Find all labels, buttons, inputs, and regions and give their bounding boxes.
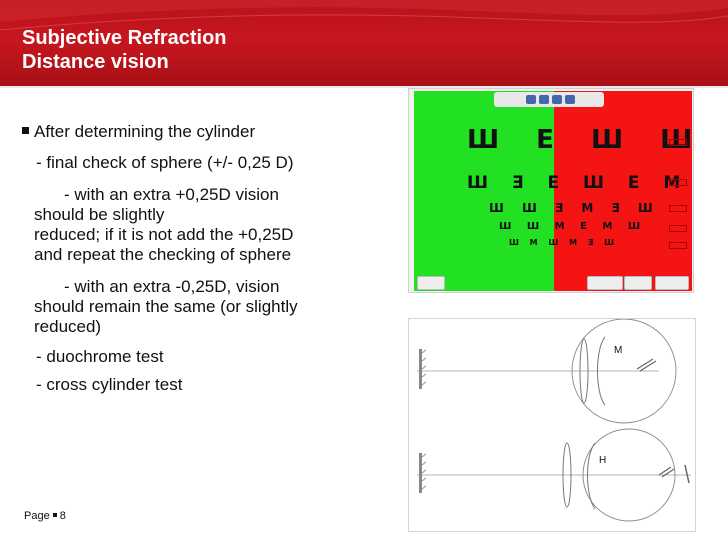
optotype-row: Ш E Ш Ш: [467, 125, 707, 155]
chart-bottom-button-icon: [417, 276, 445, 290]
green-panel: [414, 91, 554, 291]
row-label-icon: [669, 225, 687, 232]
header-divider: [0, 86, 728, 88]
text-line: should remain the same (or slightly: [34, 297, 298, 316]
chart-bottom-button-icon: [624, 276, 652, 290]
duochrome-chart-image: Ш E Ш Ш Ш Ǝ E Ш E M Ш Ш Ǝ M Ǝ Ш Ш Ш M E …: [408, 88, 694, 293]
toolbar-button-icon: [565, 95, 575, 104]
optotype-row: Ш M Ш M Ǝ Ш: [509, 238, 618, 247]
bullet-item: After determining the cylinder: [22, 122, 255, 142]
header-swoosh: [0, 0, 728, 31]
slide-title: Subjective Refraction Distance vision: [22, 26, 227, 74]
text-line: - with an extra -0,25D, vision: [64, 277, 280, 296]
title-line-2: Distance vision: [22, 51, 169, 73]
red-panel: [554, 91, 692, 291]
slide-header: Subjective Refraction Distance vision: [0, 0, 728, 86]
diagram-label-m: M: [614, 345, 623, 356]
text-line: should be slightly: [34, 205, 165, 224]
text-line: and repeat the checking of sphere: [34, 245, 292, 264]
page-label: Page: [24, 510, 50, 522]
optotype-row: Ш Ш M E M Ш: [499, 221, 647, 232]
text-line: reduced): [34, 317, 102, 336]
page-number: 8: [59, 510, 66, 522]
row-label-icon: [669, 242, 687, 249]
text-line: - final check of sphere (+/- 0,25 D): [36, 153, 294, 172]
chart-bottom-button-icon: [587, 276, 623, 290]
chart-toolbar: [494, 92, 604, 107]
square-bullet-icon: [22, 127, 29, 135]
optics-diagram-image: M H: [408, 318, 696, 532]
row-label-icon: [669, 139, 687, 146]
footer-bullet-icon: [52, 513, 57, 518]
text-line: - cross cylinder test: [36, 375, 183, 394]
optotype-row: Ш Ǝ E Ш E M: [467, 173, 690, 193]
toolbar-button-icon: [539, 95, 549, 104]
bullet-text: After determining the cylinder: [34, 122, 256, 141]
row-label-icon: [669, 179, 687, 186]
row-label-icon: [669, 205, 687, 212]
text-line: - with an extra +0,25D vision: [64, 185, 279, 204]
toolbar-button-icon: [526, 95, 536, 104]
text-line: - duochrome test: [36, 347, 164, 366]
title-line-1: Subjective Refraction: [22, 27, 227, 49]
text-line: reduced; if it is not add the +0,25D: [34, 225, 294, 244]
diagram-label-h: H: [599, 455, 607, 466]
optotype-row: Ш Ш Ǝ M Ǝ Ш: [489, 201, 660, 215]
optics-diagram-svg: [417, 319, 691, 522]
chart-bottom-button-icon: [655, 276, 689, 290]
page-footer: Page 8: [24, 510, 66, 522]
toolbar-button-icon: [552, 95, 562, 104]
